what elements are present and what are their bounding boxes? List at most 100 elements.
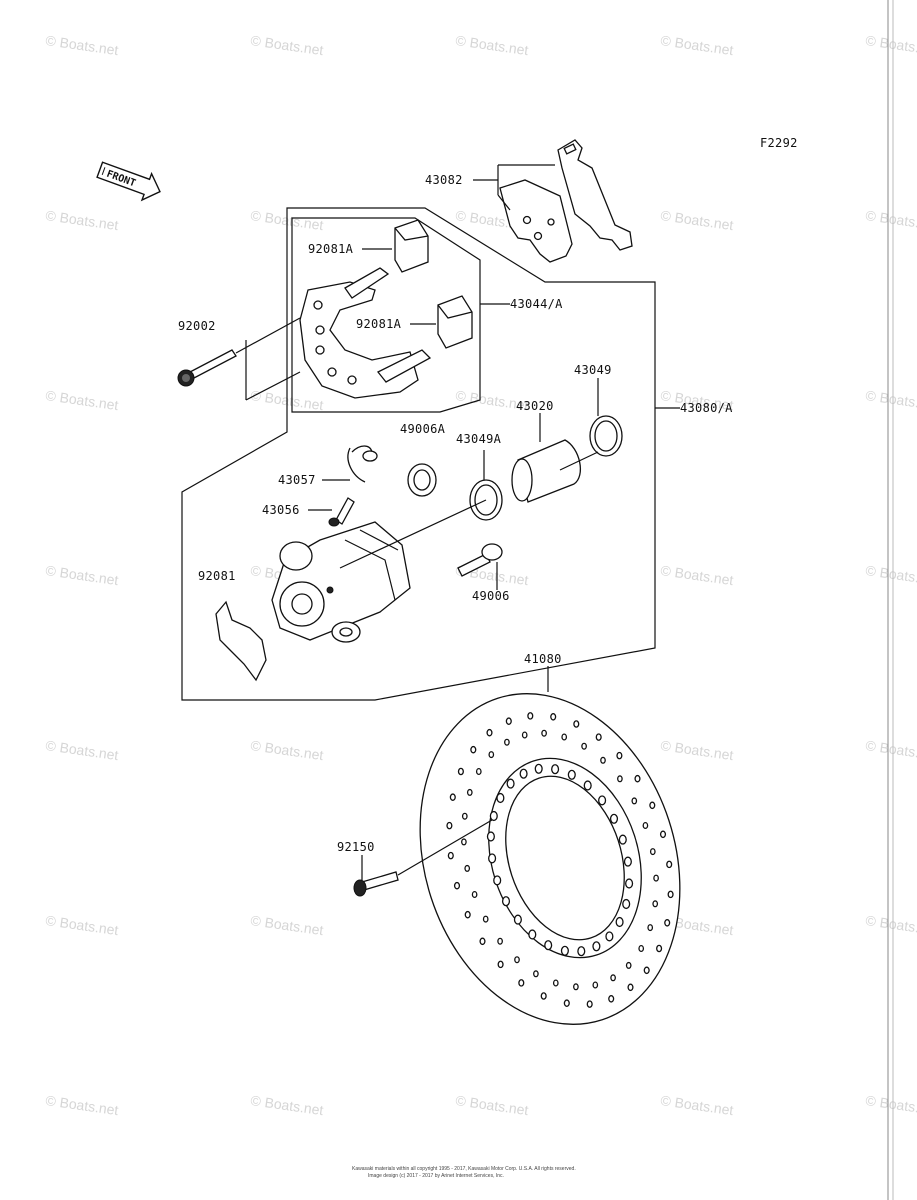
disc-inner-hole	[551, 764, 560, 775]
disc-outer-hole	[573, 720, 580, 728]
disc-inner-hole	[489, 810, 498, 822]
disc-outer-hole	[527, 712, 534, 720]
disc-outer-hole	[563, 999, 570, 1007]
disc-inner-hole	[583, 780, 592, 791]
watermark-text: © Boats.net	[45, 912, 120, 938]
part-label-92150: 92150	[337, 840, 375, 854]
disc-inner-hole	[623, 856, 632, 867]
figure-code: F2292	[760, 136, 798, 150]
disc-mid-hole	[652, 900, 659, 908]
part-label-43057: 43057	[278, 473, 316, 487]
disc-outer-hole	[479, 937, 486, 946]
watermark-text: © Boats.net	[45, 32, 120, 58]
part-label-43049: 43049	[574, 363, 612, 377]
disc-mid-hole	[461, 838, 467, 846]
assembly-axis-line	[339, 451, 599, 569]
disc-inner-hole	[544, 940, 553, 951]
disc-mid-hole	[461, 812, 468, 820]
disc-outer-hole	[457, 767, 464, 776]
disc-mid-hole	[504, 738, 510, 746]
pad-spring-92081A-top	[394, 219, 429, 273]
disc-mid-hole	[581, 742, 587, 750]
disc-inner-hole	[513, 914, 522, 925]
copyright-line-1: Kawasaki materials within all copyright …	[352, 1166, 576, 1172]
watermark-text: © Boats.net	[660, 1092, 735, 1118]
disc-inner-hole	[609, 813, 619, 824]
part-label-92002: 92002	[178, 319, 216, 333]
watermark-text: © Boats.net	[250, 912, 325, 938]
disc-mid-hole	[497, 937, 503, 945]
disc-outer-hole	[595, 733, 602, 741]
disc-outer-hole	[586, 1000, 593, 1008]
disc-bolt-92150	[353, 871, 399, 897]
disc-outer-hole	[616, 751, 623, 760]
watermark-text: © Boats.net	[250, 1092, 325, 1118]
part-label-43049A: 43049A	[456, 432, 502, 446]
disc-outer-hole	[486, 728, 493, 737]
disc-outer-hole	[518, 979, 525, 987]
pin-bolt-49006	[457, 543, 503, 577]
disc-outer-hole	[550, 713, 557, 721]
disc-mid-hole	[541, 729, 547, 737]
watermark-text: © Boats.net	[660, 562, 735, 588]
disc-mid-hole	[521, 731, 528, 739]
watermark-text: © Boats.net	[45, 1092, 120, 1118]
part-label-41080: 41080	[524, 652, 562, 666]
bleeder-valve-43056	[328, 497, 355, 527]
watermark-text: © Boats.net	[250, 737, 325, 763]
watermark-text: © Boats.net	[865, 387, 917, 413]
disc-outer-hole	[497, 960, 504, 969]
disc-mid-hole	[592, 981, 599, 989]
part-label-43082: 43082	[425, 173, 463, 187]
disc-inner-hole	[519, 768, 528, 779]
watermark-text: © Boats.net	[455, 32, 530, 58]
caliper-body	[271, 521, 411, 643]
watermark-text: © Boats.net	[45, 562, 120, 588]
piston-43020	[511, 439, 582, 503]
disc-outer-hole	[449, 793, 456, 801]
caliper-bracket	[299, 267, 432, 399]
watermark-text: © Boats.net	[865, 207, 917, 233]
disc-inner-hole	[567, 769, 576, 780]
disc-inner-hole	[615, 916, 624, 928]
front-arrow-icon: FRONT	[96, 161, 161, 202]
part-label-92081: 92081	[198, 569, 236, 583]
part-label-49006: 49006	[472, 589, 510, 603]
disc-inner-hole	[622, 898, 631, 910]
watermark-text: © Boats.net	[660, 737, 735, 763]
disc-inner-hole	[598, 795, 607, 806]
disc-outer-hole	[659, 830, 667, 839]
disc-mid-hole	[625, 961, 632, 969]
disc-outer-hole	[540, 992, 547, 1000]
disc-mid-hole	[533, 970, 539, 978]
bolt-92002	[177, 349, 237, 387]
part-label-92081A-top: 92081A	[308, 242, 354, 256]
disc-outer-hole	[634, 774, 641, 783]
watermark-text: © Boats.net	[660, 32, 735, 58]
leader-92150	[361, 819, 493, 880]
disc-inner-hole	[534, 763, 543, 774]
brake-pad-set	[499, 139, 633, 263]
disc-mid-hole	[488, 751, 495, 759]
part-label-92081A-mid: 92081A	[356, 317, 402, 331]
pad-spring-92081A-mid	[437, 295, 473, 349]
watermark-text: © Boats.net	[45, 737, 120, 763]
watermark-text: © Boats.net	[865, 737, 917, 763]
piston-seal-43049	[589, 415, 623, 457]
disc-mid-hole	[600, 756, 606, 764]
bleeder-cap-43057	[347, 445, 378, 483]
disc-outer-hole	[470, 745, 477, 754]
disc-outer-hole	[464, 910, 471, 919]
part-label-43020: 43020	[516, 399, 554, 413]
disc-mid-hole	[561, 733, 568, 741]
disc-inner-hole	[501, 896, 511, 907]
watermark-text: © Boats.net	[865, 562, 917, 588]
disc-outer-hole	[666, 860, 673, 869]
disc-inner-hole	[592, 941, 601, 952]
leader-92002	[235, 317, 301, 401]
disc-mid-hole	[653, 874, 659, 882]
disc-outer-hole	[608, 995, 615, 1003]
disc-outer-hole	[643, 966, 650, 975]
watermark-text: © Boats.net	[865, 32, 917, 58]
disc-inner-hole	[493, 875, 502, 886]
